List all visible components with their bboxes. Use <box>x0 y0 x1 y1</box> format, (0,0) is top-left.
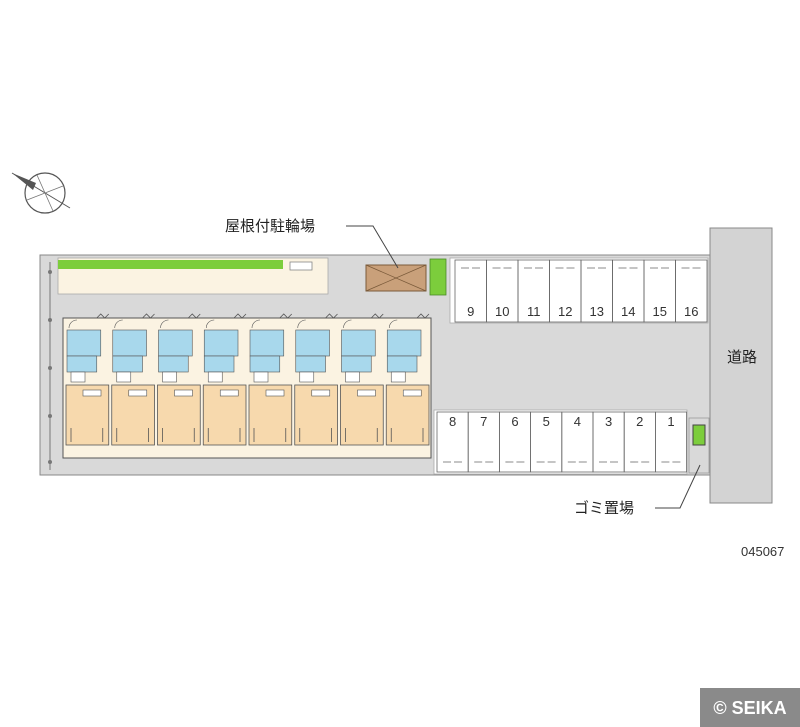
parking-space-number: 15 <box>653 304 667 319</box>
road <box>709 227 773 504</box>
road-label: 道路 <box>727 348 757 366</box>
parking-space-number: 14 <box>621 304 635 319</box>
parking-space-number: 2 <box>636 414 643 429</box>
parking-space-number: 4 <box>574 414 581 429</box>
map-code: 045067 <box>741 544 784 559</box>
parking-row-bottom-area <box>433 409 688 475</box>
garbage-area-outline <box>688 417 710 474</box>
parking-space-number: 10 <box>495 304 509 319</box>
parking-space-number: 8 <box>449 414 456 429</box>
parking-space <box>655 411 688 473</box>
hedge-corner <box>429 258 447 296</box>
parking-space-number: 16 <box>684 304 698 319</box>
apartment-unit <box>111 313 155 446</box>
apartment-unit <box>202 313 247 446</box>
apartment-unit <box>340 313 384 446</box>
parking-space-number: 13 <box>590 304 604 319</box>
parking-space-number: 1 <box>667 414 674 429</box>
copyright-badge <box>700 688 800 727</box>
parking-space-number: 3 <box>605 414 612 429</box>
parking-row-top-area <box>449 257 709 324</box>
hedge-top <box>58 260 283 269</box>
parking-space <box>675 259 708 323</box>
apartment-unit <box>157 313 201 446</box>
parking-space-number: 6 <box>511 414 518 429</box>
compass-icon <box>11 172 71 214</box>
bike-parking-label: 屋根付駐輪場 <box>225 217 315 235</box>
parking-space-number: 11 <box>527 304 541 319</box>
bike-parking-leader <box>346 225 399 269</box>
bike-shed <box>365 264 427 292</box>
boundary-markers <box>48 262 52 470</box>
garbage-leader <box>655 464 701 509</box>
copyright-text: © SEIKA <box>713 698 786 718</box>
apartment-units <box>65 313 430 446</box>
garbage-area <box>692 424 706 446</box>
parking-space-number: 12 <box>558 304 572 319</box>
garbage-label: ゴミ置場 <box>574 499 634 517</box>
apartment-unit <box>65 313 110 446</box>
apartment-unit <box>294 313 338 446</box>
apartment-unit <box>248 313 293 446</box>
parking-space-number: 9 <box>467 304 474 319</box>
mailbox <box>289 261 313 271</box>
apartment-unit <box>385 313 430 446</box>
parking-space-number: 5 <box>543 414 550 429</box>
parking-space-number: 7 <box>480 414 487 429</box>
parking-spaces: 9 10 11 12 13 14 15 16 8 7 6 5 4 3 2 1 <box>436 259 708 473</box>
